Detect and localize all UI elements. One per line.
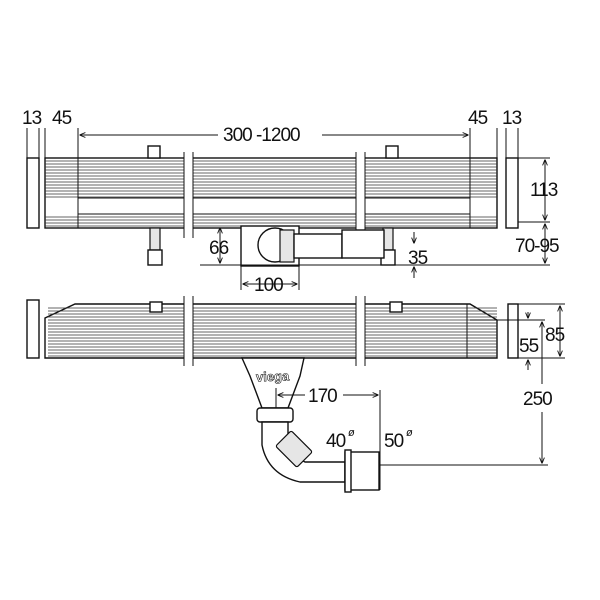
channel-body	[44, 295, 498, 367]
adjustable-foot	[147, 227, 163, 266]
dim-foot-range: 70-95	[515, 236, 559, 257]
dim-horizontal: 170	[308, 386, 337, 407]
mounting-clip	[385, 145, 399, 159]
dim-pipe-offset: 35	[408, 248, 428, 269]
channel-body	[44, 150, 498, 240]
top-view: 13 45 300 -1200 45 13 113 70-95 66 100 3…	[22, 108, 560, 296]
side-dimensions	[275, 303, 565, 490]
dim-pipe-large: 50	[384, 431, 404, 452]
dim-end-section-right: 45	[468, 108, 488, 129]
right-end-cap	[505, 157, 519, 229]
diameter-symbol: ø	[406, 427, 413, 439]
brand-label: viega	[256, 368, 291, 384]
dim-outlet-width: 100	[254, 275, 283, 296]
dim-drop: 250	[523, 389, 552, 410]
dim-end-cap-left: 13	[22, 108, 42, 129]
left-end-cap	[26, 299, 40, 359]
outlet-assembly	[240, 225, 385, 267]
dim-total-height: 85	[545, 325, 565, 346]
dim-pipe-small: 40	[326, 431, 346, 452]
drain-outlet: viega	[240, 357, 380, 493]
dim-outlet-height: 66	[209, 238, 229, 259]
mounting-clip	[147, 145, 161, 159]
dim-inner-height: 55	[519, 336, 539, 357]
dim-end-section-left: 45	[52, 108, 72, 129]
diameter-symbol: ø	[348, 427, 355, 439]
top-dimensions	[26, 128, 550, 290]
mounting-clip	[389, 301, 403, 313]
dim-end-cap-right: 13	[502, 108, 522, 129]
dim-length-range: 300 -1200	[223, 125, 300, 146]
side-view: viega 85 55 250 170 40 ø 50	[26, 295, 566, 493]
left-end-cap	[26, 157, 40, 229]
dim-height: 113	[530, 180, 558, 201]
mounting-clip	[149, 301, 163, 313]
right-end-cap	[507, 303, 519, 359]
